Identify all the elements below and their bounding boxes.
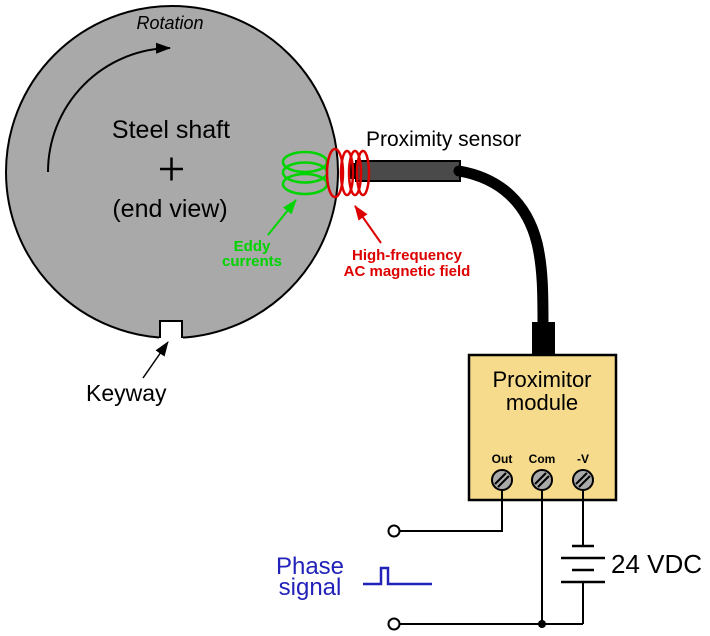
terminal-screw-neg-v: [572, 469, 594, 491]
proximity-sensor-body: [350, 160, 461, 182]
shaft-center-mark: [160, 157, 183, 181]
terminal-label-out: Out: [491, 452, 513, 466]
out-wire: [400, 488, 503, 532]
supply-voltage-label: 24 VDC: [611, 549, 703, 579]
keyway-label: Keyway: [86, 380, 167, 406]
sensor-cable: [453, 165, 549, 334]
rotation-label: Rotation: [136, 13, 204, 33]
proximitor-module-title: Proximitor module: [492, 367, 592, 415]
rotation-arrow: [47, 42, 171, 173]
end-view-label: (end view): [112, 195, 228, 223]
terminal-label-com: Com: [528, 452, 556, 466]
eddy-arrow: [267, 199, 297, 236]
steel-shaft-label: Steel shaft: [111, 116, 231, 144]
terminal-screw-out: [491, 469, 513, 491]
terminal-screw-com: [531, 469, 553, 491]
proximity-sensor-label: Proximity sensor: [366, 128, 522, 151]
output-terminal-bottom: [387, 617, 401, 631]
keyway-notch: [159, 320, 183, 339]
keyway-arrow: [142, 341, 169, 379]
battery-symbol: [561, 544, 605, 584]
eddy-currents-label: Eddy currents: [221, 238, 283, 270]
phase-pulse-waveform: [363, 566, 432, 586]
terminal-label-neg-v: -V: [577, 452, 589, 466]
output-terminal-top: [387, 524, 401, 538]
ac-field-label: High-frequency AC magnetic field: [343, 247, 471, 280]
junction-dot: [538, 620, 546, 628]
phase-signal-label: Phase signal: [275, 553, 345, 601]
magnetic-field-coil: [325, 147, 371, 199]
field-arrow: [354, 205, 382, 244]
cable-connector: [532, 322, 555, 356]
